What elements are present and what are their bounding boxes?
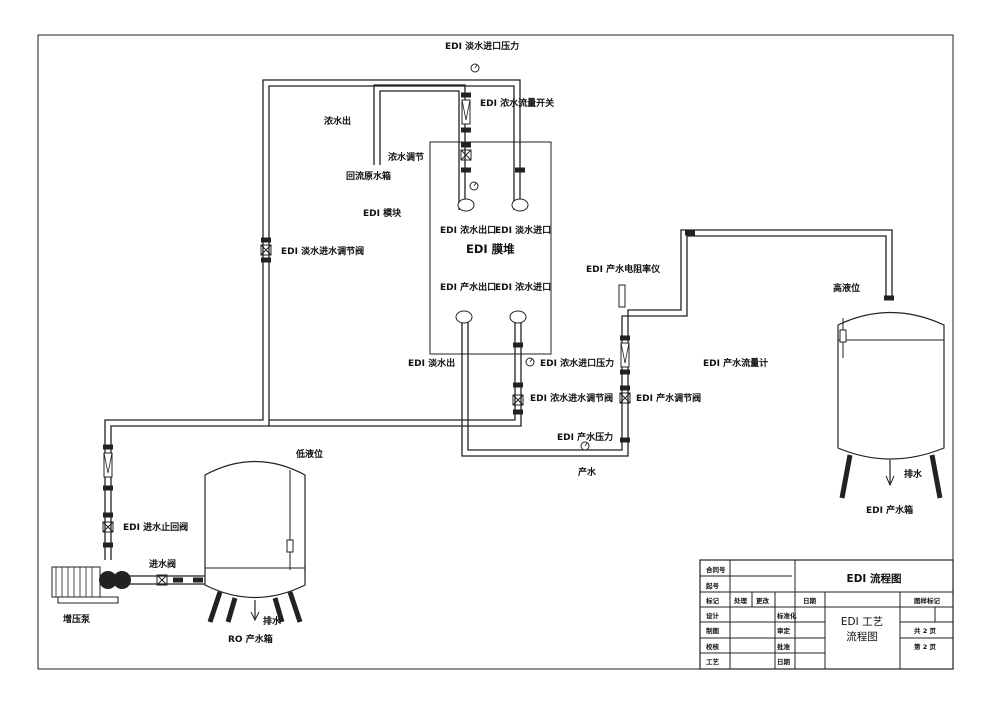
tb-place-count: 处理: [733, 596, 748, 605]
label-product-flowmeter: EDI 产水流量计: [703, 357, 768, 369]
label-edi-stack: EDI 膜堆: [466, 242, 515, 256]
label-conc-out: 浓水出: [324, 115, 351, 127]
tb-contract-no: 合同号: [705, 565, 726, 574]
label-conc-adjust: 浓水调节: [388, 151, 424, 163]
tb-sheet-title-1: EDI 工艺: [841, 616, 883, 628]
label-product-water: 产水: [578, 466, 597, 478]
label-conc-outlet: EDI 浓水出口: [440, 224, 496, 236]
label-edi-conc-flow-switch: EDI 浓水流量开关: [480, 97, 554, 109]
resistivity-probe: [618, 284, 626, 308]
label-product-valve: EDI 产水调节阀: [636, 392, 701, 404]
label-conc-inlet: EDI 浓水进口: [495, 281, 551, 293]
label-drain-right: 排水: [904, 468, 923, 480]
label-edi-tank: EDI 产水箱: [866, 504, 913, 516]
tb-process: 工艺: [706, 657, 720, 666]
tb-drawn: 制图: [706, 626, 720, 635]
tb-standardize: 标准化: [776, 611, 797, 620]
title-block: 合同号 起号 EDI 流程图 标记 处理 更改 日期 图样标记 设计 标准化 制…: [699, 559, 954, 670]
ro-tank: [204, 461, 306, 623]
label-inlet-valve: 进水阀: [149, 558, 176, 570]
label-edi-fresh-inlet-pressure: EDI 淡水进口压力: [445, 40, 519, 52]
tb-design: 设计: [706, 611, 720, 620]
tb-page-no: 第 2 页: [914, 642, 937, 651]
label-booster-pump: 增压泵: [63, 613, 91, 625]
tb-date2: 日期: [777, 657, 791, 666]
edi-product-tank: [837, 312, 945, 499]
tb-sample-mark: 图样标记: [914, 596, 941, 605]
label-edi-module: EDI 模块: [363, 207, 402, 219]
tb-title: EDI 流程图: [847, 572, 902, 585]
tb-sheet-title-2: 流程图: [846, 630, 878, 643]
label-edi-product-pressure: EDI 产水压力: [557, 431, 613, 443]
drawing-border: [37, 34, 954, 670]
label-ro-tank: RO 产水箱: [228, 633, 273, 645]
label-edi-fresh-out: EDI 淡水出: [408, 357, 455, 369]
label-return-raw-tank: 回流原水箱: [346, 170, 391, 182]
label-edi-conc-inlet-valve: EDI 浓水进水调节阀: [530, 392, 613, 404]
label-drain-left: 排水: [263, 615, 282, 627]
label-resistivity-meter: EDI 产水电阻率仪: [586, 263, 661, 275]
diagram-labels: EDI 淡水进口压力 EDI 浓水流量开关 浓水出 浓水调节 回流原水箱 EDI…: [63, 40, 923, 645]
label-edi-fresh-inlet-valve: EDI 淡水进水调节阀: [281, 245, 364, 257]
tb-mark: 标记: [705, 596, 720, 605]
tb-approve: 批准: [777, 642, 791, 651]
label-high-level: 高液位: [833, 282, 860, 294]
edi-module-box: [429, 141, 552, 355]
tb-review: 审定: [777, 626, 791, 635]
label-fresh-inlet-top: EDI 淡水进口: [495, 224, 551, 236]
tb-date: 日期: [803, 596, 817, 605]
label-low-level: 低液位: [295, 448, 323, 460]
label-edi-inlet-check-valve: EDI 进水止回阀: [123, 521, 188, 533]
booster-pump: [51, 566, 131, 604]
tb-start-no: 起号: [705, 581, 720, 590]
label-edi-conc-inlet-pressure: EDI 浓水进口压力: [540, 357, 614, 369]
tb-change: 更改: [756, 596, 770, 605]
label-product-outlet: EDI 产水出口: [440, 281, 496, 293]
tb-total-pages: 共 2 页: [914, 626, 937, 635]
tb-proofread: 校核: [706, 642, 720, 651]
edi-ports: [455, 198, 529, 324]
